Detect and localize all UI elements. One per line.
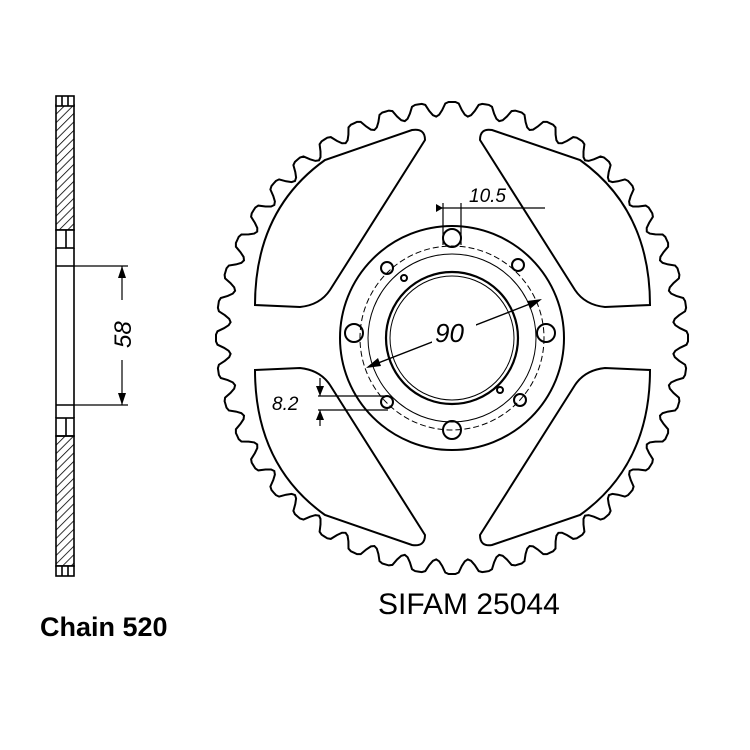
side-view <box>55 95 128 577</box>
small-hole <box>400 274 408 282</box>
bolt-hole-left <box>344 323 364 343</box>
offset-dimension-label: 8.2 <box>272 394 299 415</box>
side-view-bottom-cap <box>55 565 75 577</box>
window-cutout-lower-right <box>478 366 652 547</box>
offset-dimension <box>316 378 388 426</box>
side-width-dimension: 58 <box>110 321 137 348</box>
window-cutout-lower-left <box>253 366 427 547</box>
hub-outer-circle <box>339 225 565 451</box>
chain-size-label: Chain 520 <box>40 612 168 642</box>
bolt-hole-right <box>536 323 556 343</box>
small-hole <box>496 386 504 394</box>
bolt-hole-diameter-label: 10.5 <box>469 186 506 207</box>
bolt-circle-diameter-label: 90 <box>435 318 464 348</box>
bolt-hole-bottom <box>442 420 462 440</box>
center-bore <box>384 270 520 406</box>
window-cutout-upper-right <box>478 128 652 309</box>
small-hole <box>380 261 394 275</box>
small-hole <box>511 258 525 272</box>
small-hole <box>513 393 527 407</box>
window-cutout-upper-left <box>253 128 427 309</box>
bolt-hole-dimension <box>436 203 545 245</box>
side-view-lower-hatch <box>55 435 75 567</box>
side-view-upper-hatch <box>55 104 75 231</box>
side-view-top-cap <box>55 95 75 107</box>
part-number-label: SIFAM 25044 <box>378 588 560 621</box>
